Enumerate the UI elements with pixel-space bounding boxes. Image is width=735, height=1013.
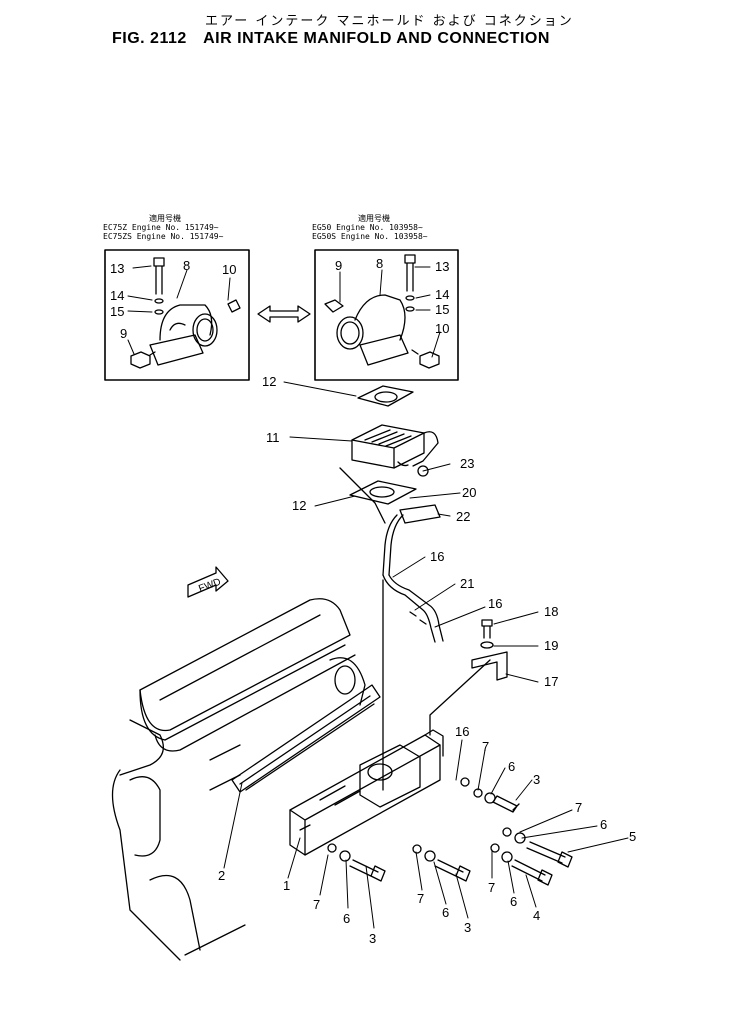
callout-label: 3: [369, 931, 376, 946]
callout-label: 1: [283, 878, 290, 893]
callout-label: 3: [533, 772, 540, 787]
gasket-12-upper: [357, 385, 414, 407]
callout-label: 3: [464, 920, 471, 935]
callout-label: 6: [600, 817, 607, 832]
japanese-title: エアー インテーク マニホールド および コネクション: [205, 14, 574, 29]
callout-label: 14: [110, 288, 124, 303]
callout-label: 20: [462, 485, 476, 500]
callout-label: 10: [435, 321, 449, 336]
callout-label: 6: [442, 905, 449, 920]
gasket-2: [231, 684, 381, 793]
callout-label: 9: [335, 258, 342, 273]
callout-label: 6: [510, 894, 517, 909]
callout-label: 7: [482, 739, 489, 754]
callout-label: 19: [544, 638, 558, 653]
applicability-heading: 適用号機: [358, 214, 390, 223]
callout-label: 13: [110, 261, 124, 276]
callout-label: 21: [460, 576, 474, 591]
gasket-12-lower: [339, 467, 417, 524]
callout-label: 5: [629, 829, 636, 844]
interchange-arrow: [257, 305, 311, 323]
callout-label: 7: [313, 897, 320, 912]
callout-label: 15: [435, 302, 449, 317]
callout-label: 16: [430, 549, 444, 564]
callout-label: 22: [456, 509, 470, 524]
detail-box-right: [314, 249, 459, 381]
applicability-row: EC75Z Engine No. 151749~: [103, 223, 219, 232]
callout-label: 2: [218, 868, 225, 883]
callout-label: 9: [120, 326, 127, 341]
callout-label: 7: [417, 891, 424, 906]
pipe-assembly: [382, 504, 444, 791]
leader-lines: [127, 265, 629, 929]
intake-manifold-1: [289, 729, 444, 856]
callout-label: 8: [376, 256, 383, 271]
callout-label: 7: [575, 800, 582, 815]
applicability-left: 適用号機 EC75Z Engine No. 151749~ EC75ZS Eng…: [103, 214, 223, 241]
figure-number: FIG. 2112: [112, 30, 187, 47]
applicability-row: EG50 Engine No. 103958~: [312, 223, 423, 232]
applicability-right: 適用号機 EG50 Engine No. 103958~ EG50S Engin…: [312, 214, 428, 241]
bracket-17: [429, 619, 508, 736]
callout-label: 12: [292, 498, 306, 513]
callout-label: 8: [183, 258, 190, 273]
callout-label: 6: [508, 759, 515, 774]
applicability-row: EC75ZS Engine No. 151749~: [103, 232, 224, 241]
air-heater-11: [351, 424, 439, 477]
callout-label: 6: [343, 911, 350, 926]
callout-label: 23: [460, 456, 474, 471]
callout-label: 17: [544, 674, 558, 689]
callout-label: 13: [435, 259, 449, 274]
applicability-row: EG50S Engine No. 103958~: [312, 232, 428, 241]
callout-label: 7: [488, 880, 495, 895]
applicability-heading: 適用号機: [149, 214, 181, 223]
callout-label: 16: [455, 724, 469, 739]
figure-caption: AIR INTAKE MANIFOLD AND CONNECTION: [203, 30, 550, 47]
callout-label: 12: [262, 374, 276, 389]
fwd-arrow-icon: FWD: [187, 566, 229, 598]
figure-title: FIG. 2112 AIR INTAKE MANIFOLD AND CONNEC…: [112, 30, 550, 48]
callout-label: 4: [533, 908, 540, 923]
fasteners: [327, 777, 573, 886]
callout-label: 16: [488, 596, 502, 611]
callout-label: 18: [544, 604, 558, 619]
callout-labels: 13 8 10 14 15 9 9 8 13 14 15 10 12 11 23…: [110, 256, 636, 946]
engine-block: [111, 598, 366, 961]
callout-label: 11: [266, 430, 280, 445]
callout-label: 14: [435, 287, 449, 302]
detail-box-left: [104, 249, 250, 381]
callout-label: 15: [110, 304, 124, 319]
callout-label: 10: [222, 262, 236, 277]
